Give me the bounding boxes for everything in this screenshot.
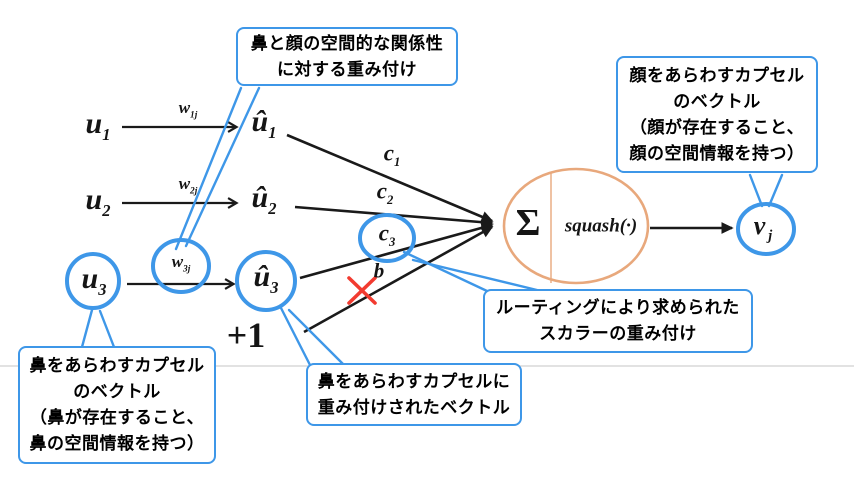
- node-uhat1-subscript: 1: [268, 122, 277, 142]
- callout-pointer-routing-weight: [411, 258, 543, 293]
- node-bias-label: +1: [226, 315, 266, 355]
- callout-line: に対する重み付け: [277, 59, 417, 79]
- label-c1: c1: [384, 141, 401, 168]
- highlight-circle-vj: [736, 202, 796, 256]
- line-uhat1-to-sum: [286, 133, 494, 223]
- line-bias-to-sum: [303, 225, 494, 334]
- highlight-circle-w3j: [151, 238, 211, 294]
- node-uhat2: û2: [251, 180, 277, 218]
- node-uhat2-symbol: û: [251, 180, 269, 214]
- line-uhat3-to-sum: [299, 222, 494, 280]
- node-uhat2-subscript: 2: [268, 198, 277, 218]
- label-w2j-subscript: 2j: [190, 186, 198, 197]
- callout-line: のベクトル: [73, 382, 161, 401]
- label-w2j-symbol: w: [178, 174, 191, 194]
- label-c2-subscript: 2: [386, 192, 394, 207]
- node-u1-symbol: u: [85, 106, 103, 140]
- node-u2: u2: [85, 182, 111, 220]
- node-uhat3-subscript: 3: [270, 277, 279, 297]
- callout-line: 鼻をあらわすカプセル: [29, 356, 205, 375]
- node-uhat1: û1: [251, 104, 277, 142]
- node-vj-symbol: v: [753, 210, 766, 240]
- label-w2j: w2j: [179, 175, 198, 197]
- label-c1-symbol: c: [383, 140, 394, 166]
- callout-face-capsule: 顔をあらわすカプセル のベクトル （顔が存在すること、 顔の空間情報を持つ）: [616, 56, 818, 173]
- callout-pointer-spatial-weight: [184, 86, 261, 248]
- label-b-symbol: b: [373, 258, 385, 283]
- node-u1-subscript: 1: [102, 124, 111, 144]
- callout-pointer-face-capsule: [748, 173, 764, 208]
- callout-pointer-weighted-vector: [287, 308, 346, 367]
- node-u2-subscript: 2: [102, 200, 111, 220]
- callout-pointer-nose-capsule: [98, 309, 116, 349]
- node-u3: u3: [81, 261, 107, 299]
- callout-pointer-weighted-vector: [279, 306, 312, 367]
- label-w3j: w3j: [172, 253, 191, 275]
- callout-line: のベクトル: [673, 91, 761, 111]
- label-w1j-symbol: w: [178, 98, 191, 118]
- sum-symbol-label: Σ: [515, 202, 541, 244]
- callout-line: （顔が存在すること、: [629, 117, 805, 137]
- label-c1-subscript: 1: [393, 154, 401, 169]
- label-w3j-symbol: w: [171, 252, 184, 272]
- squash-function-text: squash(·): [564, 215, 638, 237]
- highlight-circle-u3: [65, 252, 121, 310]
- callout-line: 顔をあらわすカプセル: [629, 65, 805, 85]
- callout-spatial-weight: 鼻と顔の空間的な関係性 に対する重み付け: [236, 27, 458, 86]
- node-u2-symbol: u: [85, 182, 103, 216]
- node-u1: u1: [85, 106, 111, 144]
- callout-line: ルーティングにより求められた: [496, 298, 740, 317]
- label-c3-symbol: c: [378, 220, 389, 246]
- callout-line: 鼻の空間情報を持つ）: [29, 434, 205, 453]
- callout-line: 顔の空間情報を持つ）: [629, 143, 805, 163]
- callout-line: 鼻をあらわすカプセルに: [317, 371, 511, 391]
- highlight-circle-c3: [358, 213, 416, 263]
- squash-function-label: squash(·): [565, 217, 637, 236]
- callout-pointer-nose-capsule: [80, 308, 94, 349]
- red-cross-icon: [347, 276, 377, 305]
- callout-line: スカラーの重み付け: [539, 324, 697, 343]
- callout-line: （鼻が存在すること、: [29, 408, 205, 427]
- callout-line: 鼻と顔の空間的な関係性: [250, 33, 444, 53]
- label-c3-subscript: 3: [388, 234, 396, 249]
- capsule-ellipse: [502, 167, 650, 285]
- node-uhat3: û3: [253, 259, 279, 297]
- callout-pointer-spatial-weight: [174, 86, 243, 251]
- label-c2: c2: [377, 179, 394, 206]
- callout-pointer-face-capsule: [767, 173, 784, 208]
- label-w1j-subscript: 1j: [190, 110, 198, 121]
- label-c2-symbol: c: [376, 178, 387, 204]
- node-uhat3-symbol: û: [253, 259, 271, 293]
- node-u3-subscript: 3: [98, 279, 107, 299]
- label-w1j: w1j: [179, 99, 198, 121]
- callout-nose-capsule: 鼻をあらわすカプセル のベクトル （鼻が存在すること、 鼻の空間情報を持つ）: [18, 346, 216, 464]
- node-u3-symbol: u: [81, 261, 99, 295]
- node-bias: +1: [227, 317, 266, 353]
- callout-line: 重み付けされたベクトル: [317, 397, 511, 417]
- label-b: b: [373, 258, 385, 283]
- callout-routing-weight: ルーティングにより求められた スカラーの重み付け: [483, 289, 753, 353]
- label-w3j-subscript: 3j: [183, 264, 191, 275]
- callout-weighted-vector: 鼻をあらわすカプセルに 重み付けされたベクトル: [306, 363, 522, 426]
- highlight-circle-uhat3: [235, 250, 297, 312]
- node-vj-subscript: j: [768, 227, 773, 244]
- callout-pointer-routing-weight: [402, 250, 489, 293]
- node-uhat1-symbol: û: [251, 104, 269, 138]
- sum-symbol: Σ: [516, 204, 541, 242]
- label-c3: c3: [379, 221, 396, 248]
